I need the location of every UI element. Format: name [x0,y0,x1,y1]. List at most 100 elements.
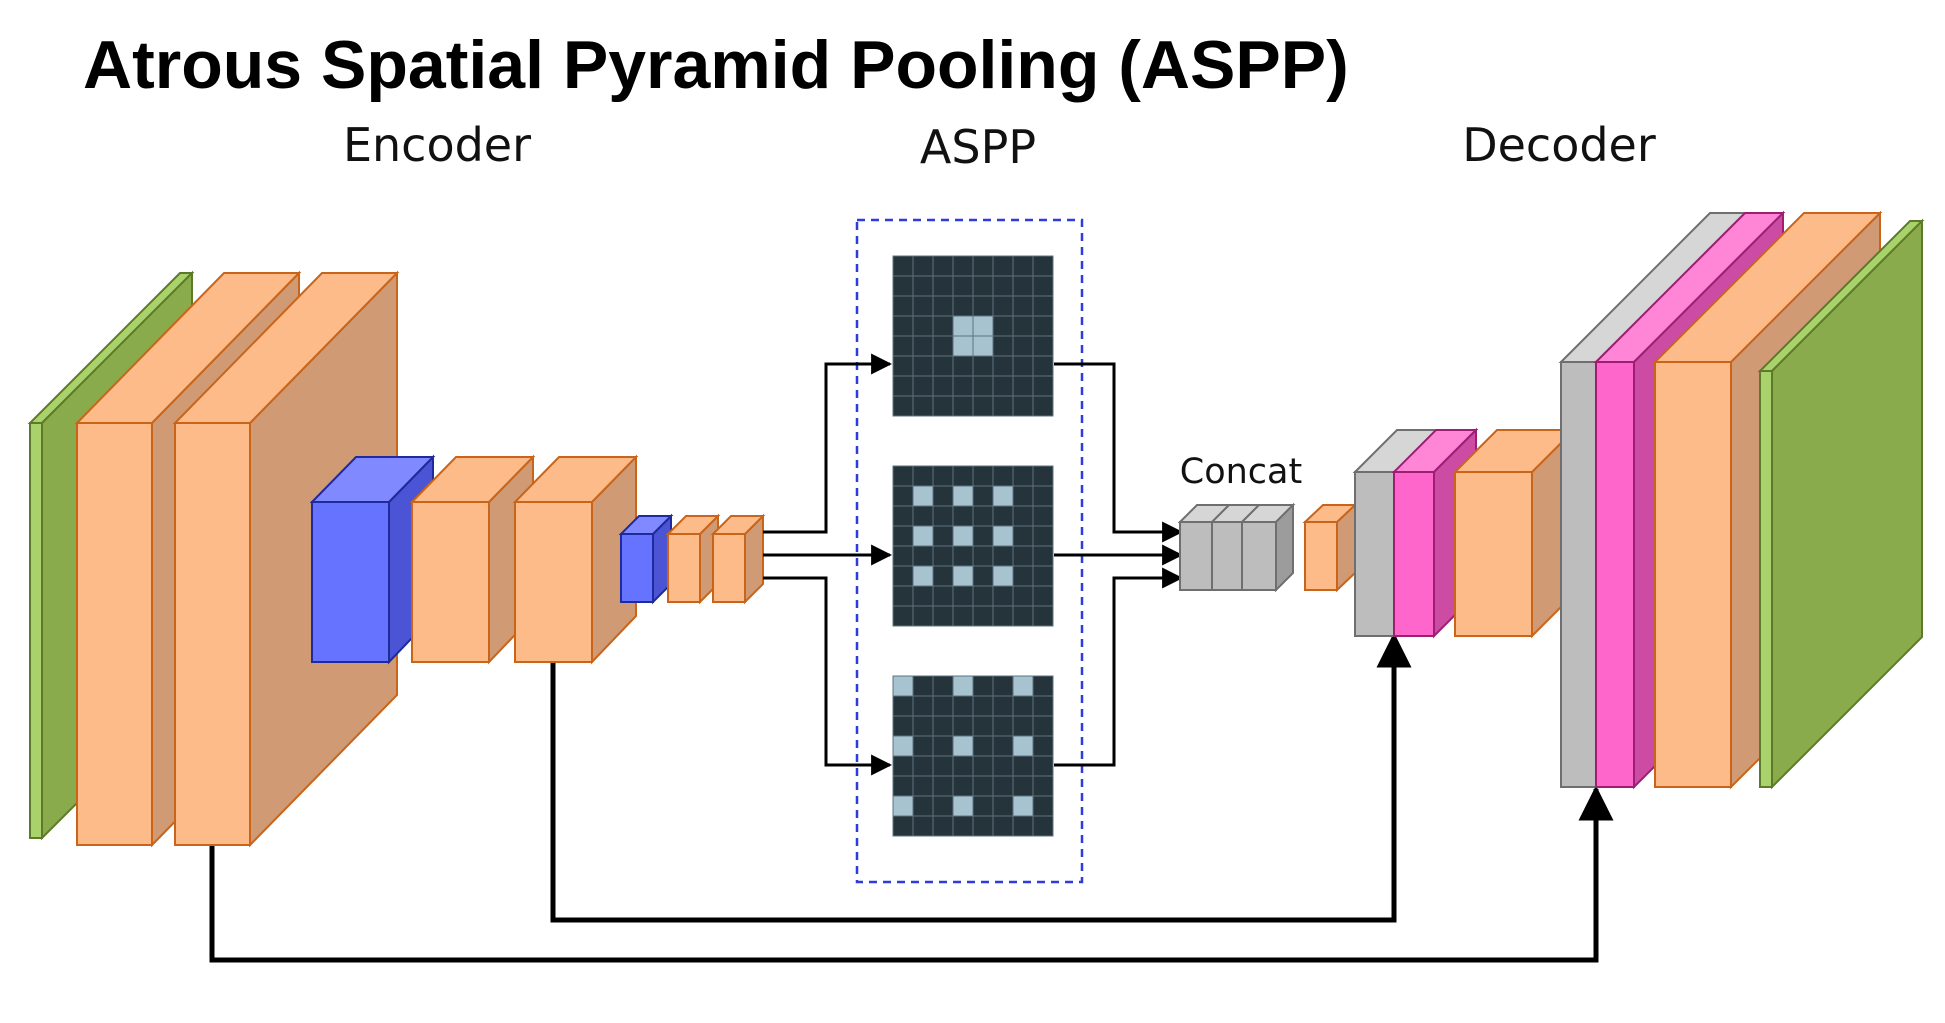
grid-cell [912,505,934,527]
grid-cell [972,565,994,587]
grid-cell [992,395,1014,417]
grid-cell [972,335,994,357]
grid-cell [972,695,994,717]
grid-cell [1012,795,1034,817]
grid-cell [892,585,914,607]
grid-cell [1012,755,1034,777]
grid-cell [912,735,934,757]
grid-cell [932,355,954,377]
grid-cell [1032,735,1054,757]
grid-cell [972,675,994,697]
grid-cell [972,395,994,417]
grid-cell [972,255,994,277]
grid-cell [992,525,1014,547]
decoder-output-layer [1757,218,1925,790]
aspp-label: ASPP [920,120,1036,174]
grid-cell [992,695,1014,717]
grid-cell [972,465,994,487]
grid-cell [912,335,934,357]
grid-cell [932,755,954,777]
grid-cell [1012,715,1034,737]
grid-cell [892,815,914,837]
grid-cell [972,315,994,337]
grid-cell [1012,295,1034,317]
grid-cell [992,315,1014,337]
aspp-module-border [855,218,1084,884]
grid-cell [892,715,914,737]
grid-cell [1032,295,1054,317]
grid-cell [952,525,974,547]
grid-cell [952,465,974,487]
grid-cell [1032,375,1054,397]
concat-block [1177,502,1296,593]
grid-cell [912,355,934,377]
encoder-conv-block-5 [665,513,721,605]
grid-cell [892,255,914,277]
aspp-output-arrow-1 [1054,362,1184,543]
grid-cell [892,605,914,627]
grid-cell [912,485,934,507]
grid-cell [912,315,934,337]
grid-cell [892,755,914,777]
grid-cell [972,545,994,567]
grid-cell [932,395,954,417]
grid-cell [952,735,974,757]
grid-cell [932,485,954,507]
grid-cell [912,295,934,317]
grid-cell [932,795,954,817]
grid-cell [892,485,914,507]
grid-cell [1032,815,1054,837]
grid-cell [952,755,974,777]
grid-cell [912,815,934,837]
grid-cell [1032,335,1054,357]
grid-cell [952,395,974,417]
grid-cell [952,505,974,527]
skip-connection-mid-level [550,632,1412,923]
grid-cell [992,585,1014,607]
grid-cell [1032,255,1054,277]
grid-cell [912,675,934,697]
grid-cell [992,565,1014,587]
grid-cell [912,465,934,487]
grid-cell [932,605,954,627]
grid-cell [972,755,994,777]
grid-cell [1012,585,1034,607]
grid-cell [892,335,914,357]
grid-cell [932,715,954,737]
grid-cell [1012,695,1034,717]
grid-cell [1032,795,1054,817]
grid-cell [892,545,914,567]
grid-cell [1012,255,1034,277]
grid-cell [1032,275,1054,297]
grid-cell [1032,755,1054,777]
grid-cell [912,715,934,737]
grid-cell [912,525,934,547]
grid-cell [952,315,974,337]
grid-cell [1032,315,1054,337]
grid-cell [932,545,954,567]
grid-cell [932,525,954,547]
grid-cell [972,585,994,607]
grid-cell [1012,465,1034,487]
grid-cell [952,605,974,627]
grid-cell [1032,485,1054,507]
grid-cell [1012,395,1034,417]
grid-cell [892,465,914,487]
page-title: Atrous Spatial Pyramid Pooling (ASPP) [83,27,1349,103]
grid-cell [1032,775,1054,797]
grid-cell [892,505,914,527]
grid-cell [1032,585,1054,607]
grid-cell [972,815,994,837]
grid-cell [972,505,994,527]
grid-cell [932,315,954,337]
encoder-conv-block-6 [710,513,766,605]
grid-cell [992,465,1014,487]
grid-cell [892,295,914,317]
grid-cell [912,695,934,717]
grid-cell [952,565,974,587]
grid-cell [932,375,954,397]
grid-cell [932,675,954,697]
grid-cell [932,335,954,357]
skip-connection-low-level [209,785,1614,963]
decoder [1352,210,1925,790]
